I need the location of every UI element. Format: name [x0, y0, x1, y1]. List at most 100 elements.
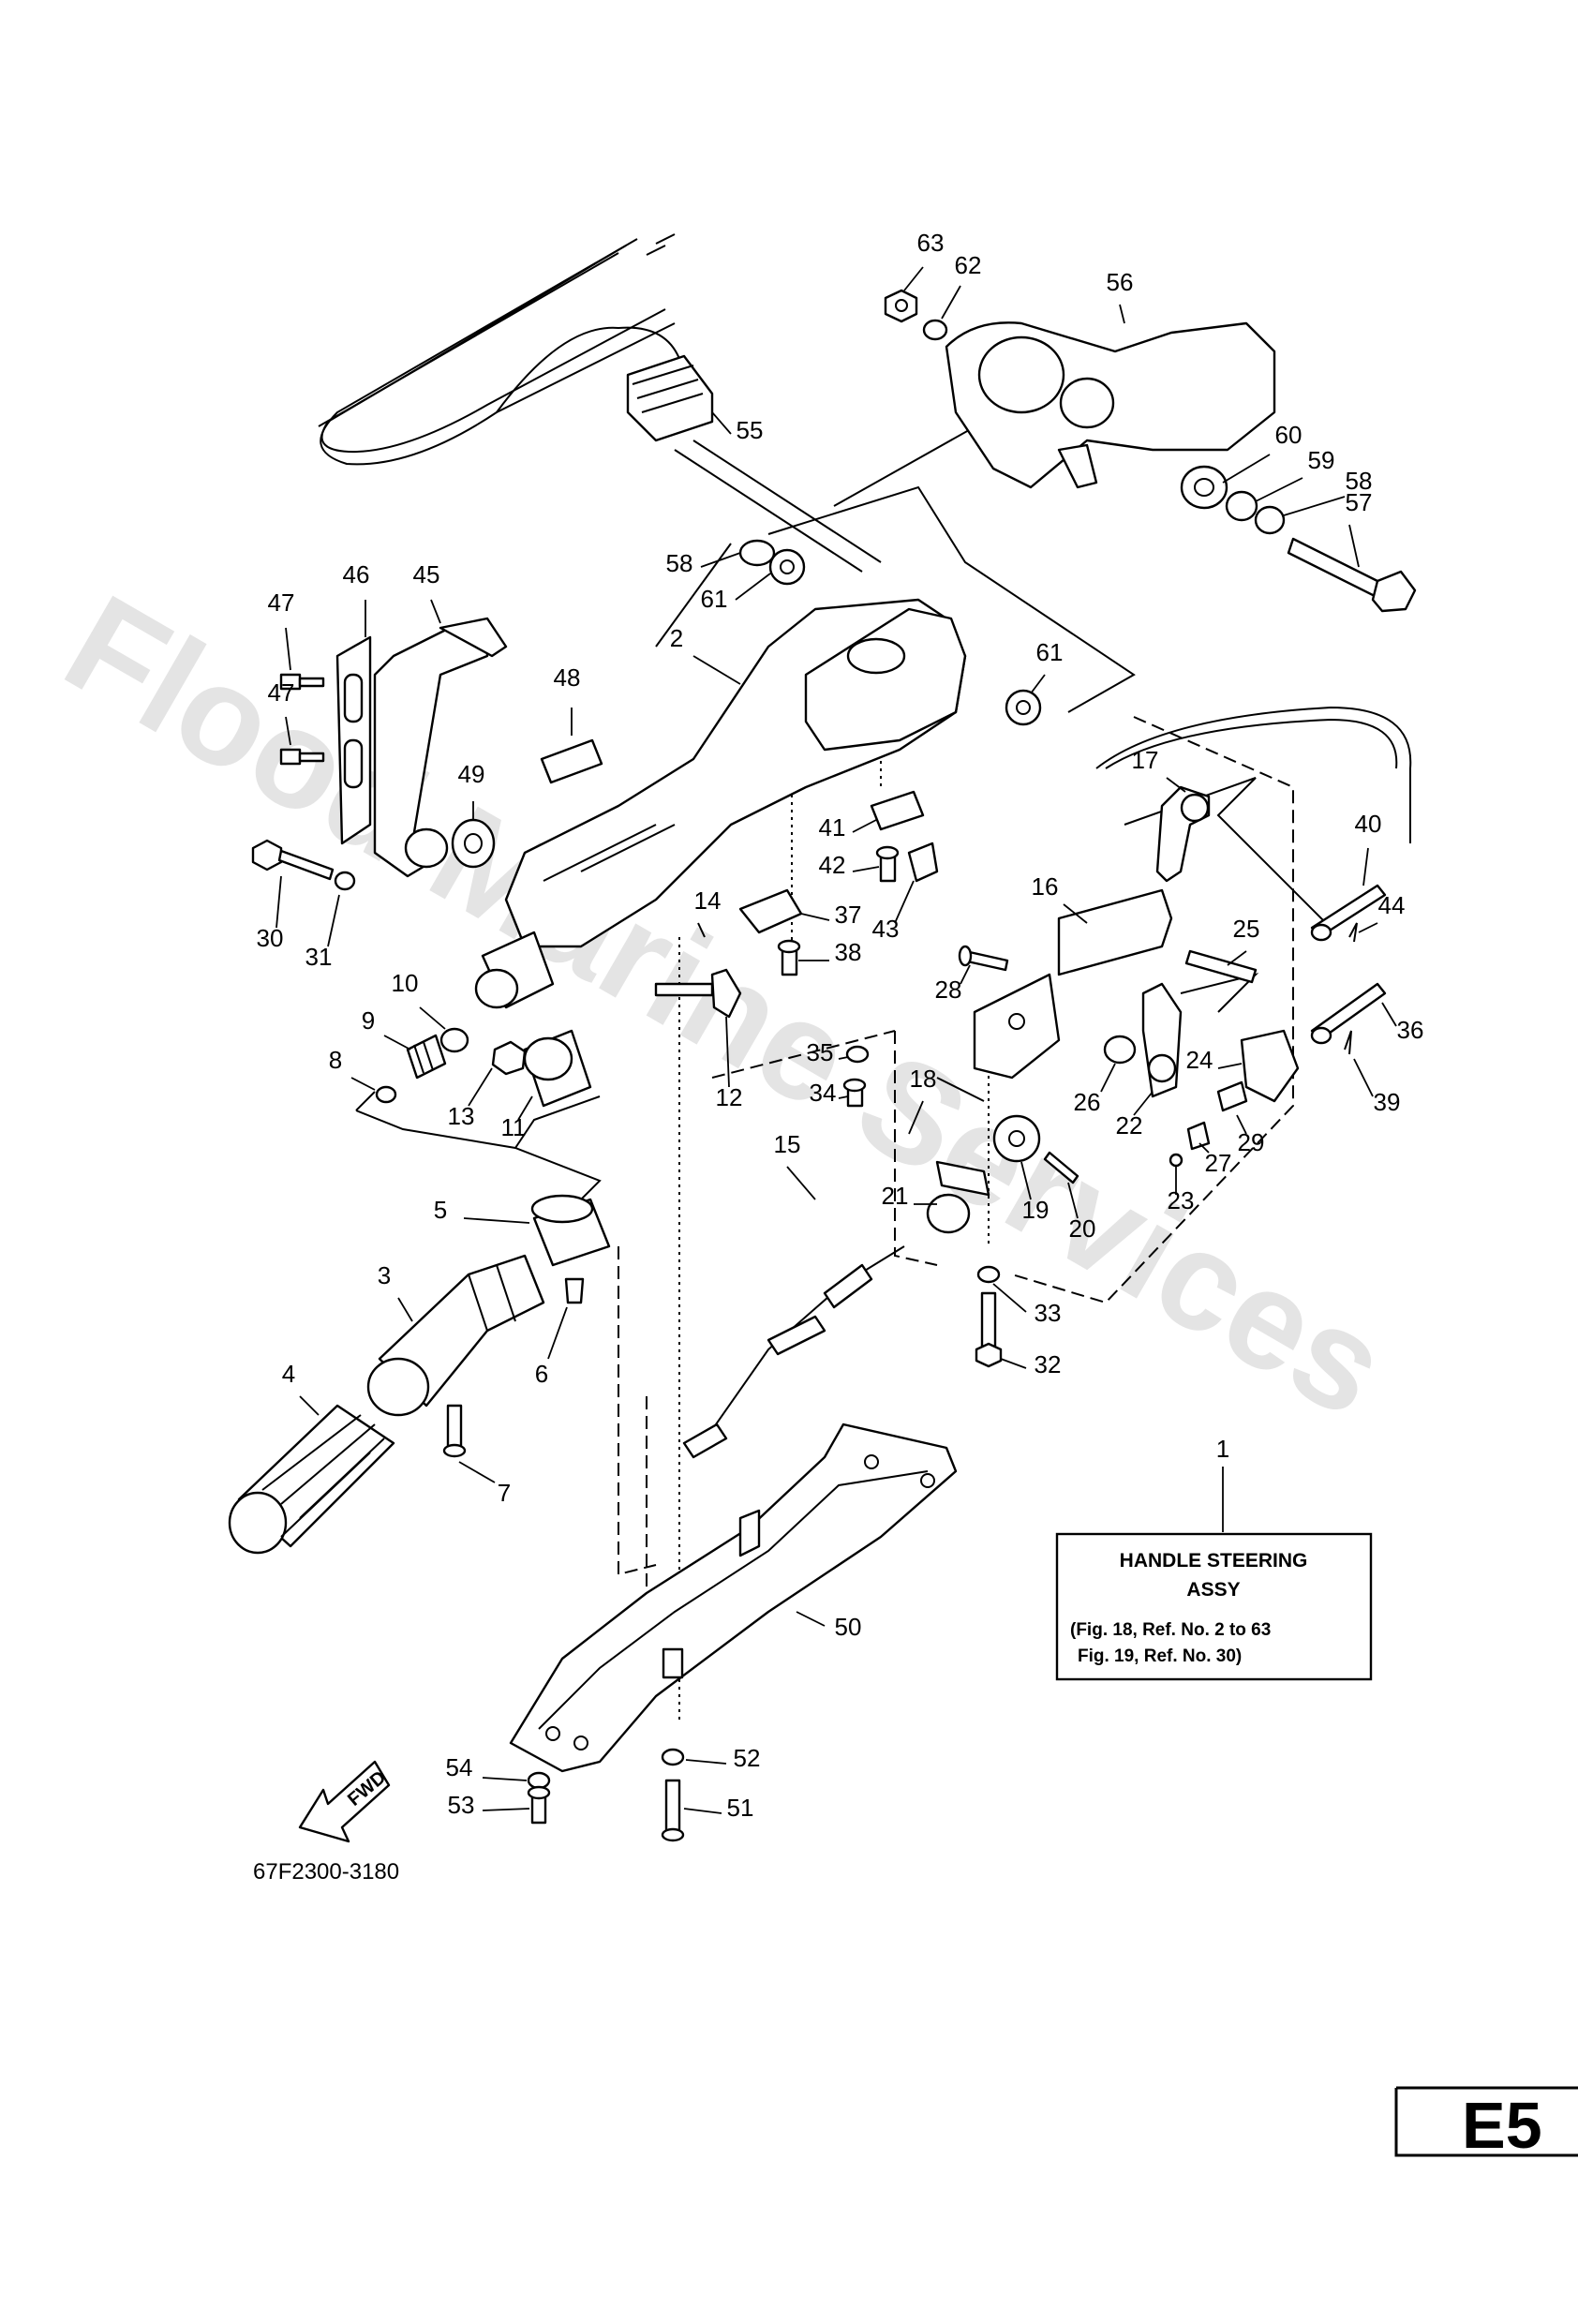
bushing-49	[451, 818, 496, 869]
cover-50	[509, 1423, 958, 1773]
washer-59	[1225, 490, 1258, 522]
callout-6: 6	[535, 1360, 548, 1388]
leader-44	[1358, 922, 1378, 933]
callout-39: 39	[1374, 1088, 1401, 1116]
screw-7	[442, 1404, 467, 1458]
washer-62	[922, 319, 948, 341]
callout-29: 29	[1238, 1128, 1265, 1156]
leader-56	[1119, 304, 1125, 324]
spring-9	[406, 1034, 447, 1080]
screw-6	[564, 1277, 585, 1304]
callout-55: 55	[737, 416, 764, 444]
callout-21: 21	[882, 1182, 909, 1210]
leader-20	[1067, 1182, 1079, 1219]
leader-62	[941, 285, 961, 320]
washer-54	[527, 1771, 551, 1790]
leader-4	[299, 1395, 320, 1416]
leader-53	[482, 1808, 530, 1811]
leader-30	[275, 875, 282, 929]
leader-18	[908, 1100, 924, 1135]
callout-34: 34	[810, 1079, 837, 1107]
title-box-ref-number: 1	[1216, 1435, 1229, 1463]
leader-47	[285, 627, 291, 671]
plate-46	[335, 635, 372, 845]
shaft-11-area	[474, 931, 592, 1108]
steering-handle-2	[504, 598, 967, 948]
bushing-61b	[1005, 689, 1042, 726]
leader-34	[838, 1095, 849, 1099]
screw-51	[661, 1779, 685, 1842]
leader-59	[1255, 477, 1303, 502]
leader-7	[458, 1461, 496, 1483]
screw-34	[842, 1078, 867, 1108]
callout-5: 5	[434, 1196, 447, 1224]
ball-8	[375, 1085, 397, 1104]
callout-18: 18	[910, 1065, 937, 1093]
callout-2: 2	[670, 624, 683, 652]
callout-50: 50	[835, 1613, 862, 1641]
callout-58: 58	[666, 549, 693, 577]
leader-12	[725, 1016, 730, 1088]
lever-45	[373, 617, 508, 878]
leader-58	[1283, 496, 1346, 516]
callout-44: 44	[1378, 891, 1406, 919]
ball-23	[1169, 1153, 1184, 1168]
callout-35: 35	[807, 1038, 834, 1066]
callout-16: 16	[1032, 872, 1059, 901]
callout-37: 37	[835, 901, 862, 929]
leader-24	[1217, 1063, 1243, 1069]
callout-62: 62	[955, 251, 982, 279]
leader-50	[796, 1611, 826, 1627]
callout-60: 60	[1275, 421, 1303, 449]
callout-33: 33	[1035, 1299, 1062, 1327]
leader-52	[685, 1759, 727, 1765]
callout-45: 45	[413, 560, 440, 588]
callout-3: 3	[378, 1261, 391, 1289]
title-box-note1: (Fig. 18, Ref. No. 2 to 63	[1070, 1620, 1271, 1640]
screw-38	[777, 939, 801, 976]
callout-51: 51	[727, 1794, 754, 1822]
callout-4: 4	[282, 1360, 295, 1388]
bolt-30	[251, 839, 335, 881]
boss-50a	[662, 1647, 684, 1679]
callout-38: 38	[835, 938, 862, 966]
leader-9	[383, 1035, 411, 1050]
leader-35	[838, 1056, 849, 1060]
callout-41: 41	[819, 813, 846, 842]
arm-17	[1155, 785, 1211, 883]
bushing-61a	[768, 548, 806, 586]
decal-48	[540, 738, 603, 784]
callout-12: 12	[716, 1083, 743, 1111]
callout-46: 46	[343, 560, 370, 588]
leader-11	[517, 1095, 533, 1121]
leader-16	[1063, 903, 1088, 924]
clip-37	[738, 888, 803, 934]
leader-5	[463, 1217, 530, 1224]
leader-25	[1227, 950, 1247, 966]
callout-10: 10	[392, 969, 419, 997]
callout-14: 14	[694, 886, 722, 915]
leader-6	[547, 1306, 568, 1360]
leader-63	[903, 266, 924, 291]
leader-32	[1000, 1358, 1027, 1369]
washer-58a	[1254, 505, 1286, 535]
callout-7: 7	[498, 1479, 511, 1507]
callout-47: 47	[268, 678, 295, 707]
leader-51	[683, 1808, 722, 1814]
leader-60	[1222, 454, 1271, 484]
callout-27: 27	[1205, 1149, 1232, 1177]
callout-36: 36	[1397, 1016, 1424, 1044]
callout-19: 19	[1022, 1196, 1050, 1224]
bolt-47a	[279, 673, 325, 691]
callout-9: 9	[362, 1006, 375, 1035]
callout-42: 42	[819, 851, 846, 879]
callout-47: 47	[268, 588, 295, 617]
callout-32: 32	[1035, 1350, 1062, 1378]
callout-57: 57	[1346, 488, 1373, 516]
damper-10	[439, 1027, 469, 1053]
callout-40: 40	[1355, 810, 1382, 838]
steering-bracket-56	[945, 321, 1276, 489]
callout-31: 31	[305, 943, 333, 971]
callout-labels: 2345678910111213141516171819202122232425…	[257, 229, 1424, 1822]
leader-22	[1133, 1091, 1154, 1116]
